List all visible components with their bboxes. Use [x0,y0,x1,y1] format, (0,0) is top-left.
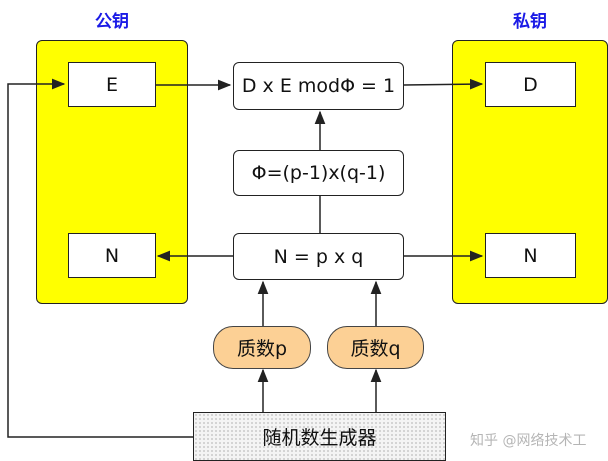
mod-to-d-arrow [403,78,484,90]
n-product-box: N = p x q [233,233,404,280]
prime-q-pill: 质数q [327,326,424,369]
mod-equation-box: D x E modΦ = 1 [233,62,404,110]
public-e-box: E [68,62,156,107]
generator-to-e-line [7,78,193,438]
private-key-title: 私钥 [513,12,547,32]
private-n-box: N [485,233,576,278]
prime-p-pill: 质数p [213,326,311,369]
public-key-title: 公钥 [95,12,129,32]
public-n-box: N [68,233,156,278]
random-generator-box: 随机数生成器 [193,412,446,461]
watermark: 知乎 @网络技术工 [470,433,587,449]
private-d-box: D [485,62,576,107]
phi-box: Φ=(p-1)x(q-1) [233,150,404,196]
